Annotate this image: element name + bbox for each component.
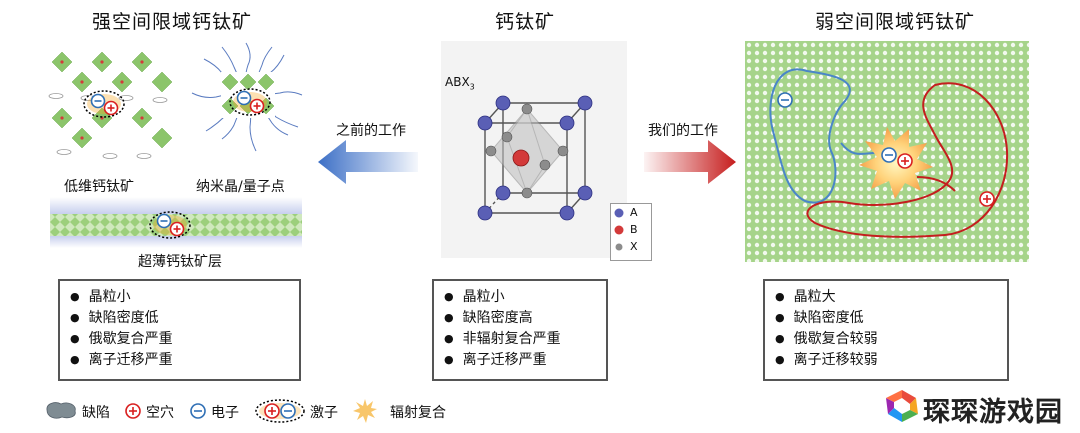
our-work-arrow xyxy=(644,140,736,184)
crystal-key-dots xyxy=(614,208,624,251)
label-our-work: 我们的工作 xyxy=(648,123,718,139)
property-item: 离子迁移严重 xyxy=(70,350,289,371)
property-item: 离子迁移严重 xyxy=(444,350,596,371)
label-low-dim: 低维钙钛矿 xyxy=(64,179,134,195)
title-strong-confinement: 强空间限域钙钛矿 xyxy=(92,11,253,33)
radiative-recombination-icon xyxy=(353,399,377,423)
legend-electron: 电子 xyxy=(211,405,239,421)
property-item: 晶粒小 xyxy=(70,287,289,308)
formula-text: ABX xyxy=(445,75,470,89)
title-weak-confinement: 弱空间限域钙钛矿 xyxy=(815,11,976,33)
defect-icon xyxy=(46,402,76,419)
properties-box-strong: 晶粒小 缺陷密度低 俄歇复合严重 离子迁移严重 xyxy=(58,279,301,381)
key-b: B xyxy=(630,223,638,236)
properties-box-perovskite: 晶粒小 缺陷密度高 非辐射复合严重 离子迁移严重 xyxy=(432,279,608,381)
label-nanocrystal: 纳米晶/量子点 xyxy=(196,179,285,195)
legend-hole: 空穴 xyxy=(146,405,174,421)
exciton-icon xyxy=(255,399,305,423)
label-previous-work: 之前的工作 xyxy=(336,123,406,139)
properties-box-weak: 晶粒大 缺陷密度低 俄歇复合较弱 离子迁移较弱 xyxy=(763,279,1009,381)
watermark-logo-icon xyxy=(886,390,918,422)
title-perovskite: 钙钛矿 xyxy=(495,11,556,33)
property-item: 缺陷密度低 xyxy=(70,308,289,329)
perovskite-unit-cell xyxy=(477,95,593,221)
legend-radiative: 辐射复合 xyxy=(390,405,446,421)
property-item: 俄歇复合较弱 xyxy=(775,329,997,350)
watermark-text: 琛琛游戏园 xyxy=(923,397,1063,428)
hole-icon xyxy=(125,403,141,419)
property-item: 非辐射复合严重 xyxy=(444,329,596,350)
low-dim-perovskite-illustration xyxy=(48,51,173,159)
property-item: 缺陷密度高 xyxy=(444,308,596,329)
property-item: 晶粒大 xyxy=(775,287,997,308)
nanocrystal-illustration xyxy=(191,42,303,152)
ultrathin-layer-illustration xyxy=(50,197,302,248)
electron-icon xyxy=(190,403,206,419)
formula-subscript: 3 xyxy=(469,82,475,92)
property-item: 晶粒小 xyxy=(444,287,596,308)
previous-work-arrow xyxy=(318,140,418,184)
property-item: 俄歇复合严重 xyxy=(70,329,289,350)
key-x: X xyxy=(630,240,638,253)
legend-defect: 缺陷 xyxy=(82,405,110,421)
formula-label: ABX3 xyxy=(445,75,475,91)
property-item: 缺陷密度低 xyxy=(775,308,997,329)
key-a: A xyxy=(630,206,638,219)
large-grain-illustration xyxy=(745,41,1029,262)
label-ultrathin: 超薄钙钛矿层 xyxy=(138,254,222,270)
property-item: 离子迁移较弱 xyxy=(775,350,997,371)
legend-exciton: 激子 xyxy=(310,405,338,421)
